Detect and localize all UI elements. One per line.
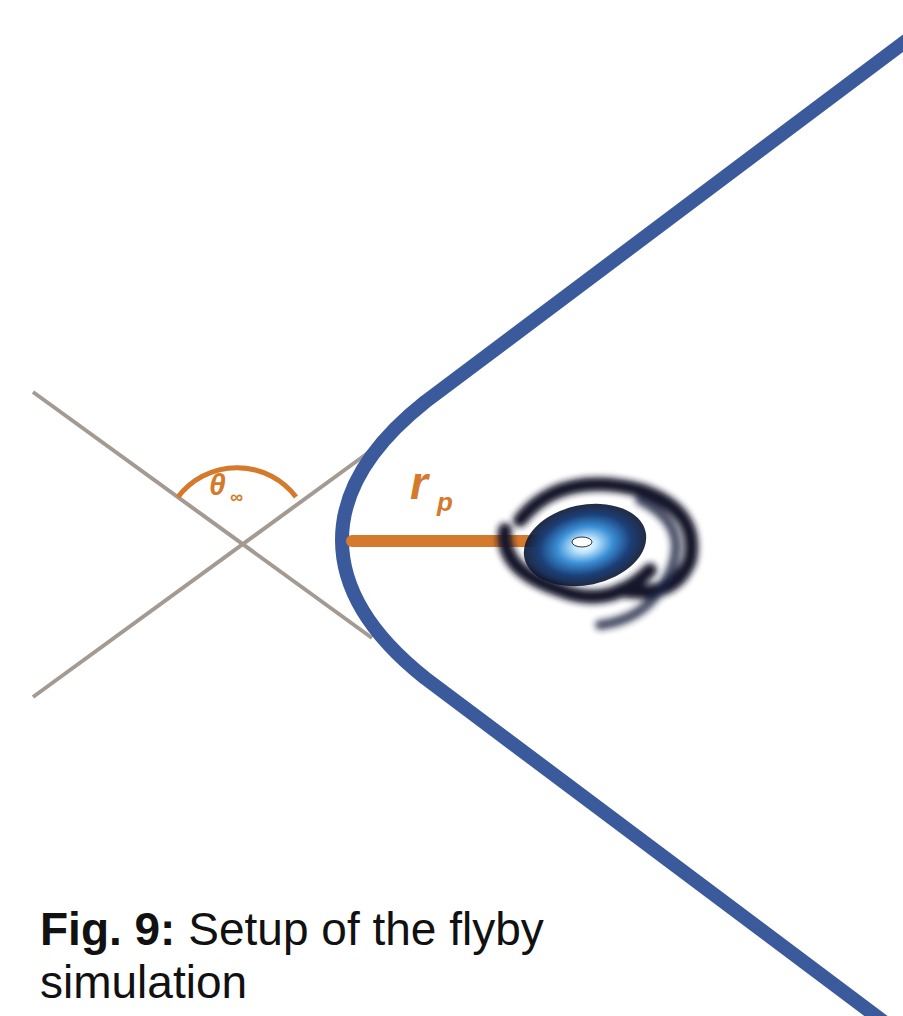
- figure-caption-block: Fig. 9:Setup of the flyby simulation: [40, 903, 720, 1009]
- galaxy: [505, 484, 692, 625]
- angle-symbol: θ: [209, 470, 226, 500]
- angle-subscript: ∞: [230, 488, 243, 506]
- distance-subscript: p: [437, 489, 453, 515]
- distance-symbol: r: [410, 460, 428, 506]
- hyperbolic-trajectory: [342, 38, 903, 1016]
- figure-number: Fig. 9:: [40, 903, 175, 955]
- asymptote: [33, 450, 372, 697]
- asymptote: [33, 392, 372, 638]
